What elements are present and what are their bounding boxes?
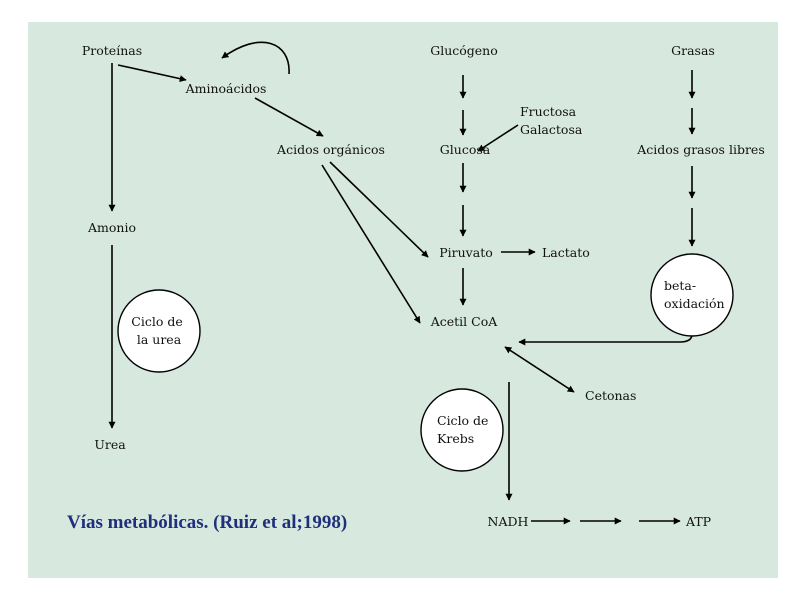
node-acetil-coa: Acetil CoA — [430, 314, 499, 329]
cycle-krebs: Ciclo de Krebs — [420, 388, 504, 472]
svg-text:Ciclo de Krebs: Ciclo de Krebs — [437, 413, 492, 446]
cycle-krebs-line-2: Krebs — [437, 431, 474, 446]
svg-text:Ciclo de la urea: Ciclo de la urea — [131, 314, 186, 347]
node-lactato: Lactato — [542, 245, 590, 260]
node-acidos-organicos: Acidos orgánicos — [276, 142, 385, 157]
node-acidos-grasos-libres: Acidos grasos libres — [636, 142, 764, 157]
edge-acetil-coa-cetonas — [504, 346, 575, 393]
node-nadh: NADH — [488, 514, 529, 529]
edge-aminoacidos-recycle — [221, 41, 290, 75]
edge-acidos-organicos-piruvato — [329, 161, 429, 258]
node-urea: Urea — [94, 437, 126, 452]
node-glucogeno: Glucógeno — [430, 43, 498, 58]
node-cetonas: Cetonas — [585, 388, 636, 403]
cycle-urea-line-1: Ciclo de — [131, 314, 182, 329]
edge-fructosa-glucosa — [477, 124, 519, 152]
cycle-urea-line-2: la urea — [137, 332, 182, 347]
diagram-caption: Vías metabólicas. (Ruiz et al;1998) — [67, 512, 347, 533]
cycle-urea: Ciclo de la urea — [117, 289, 201, 373]
node-fructosa: Fructosa — [520, 104, 577, 119]
cycle-krebs-line-1: Ciclo de — [437, 413, 488, 428]
node-atp: ATP — [685, 514, 711, 529]
cycle-beta-oxidacion: beta- oxidación — [650, 253, 734, 337]
beta-oxidacion-line-2: oxidación — [664, 296, 725, 311]
node-piruvato: Piruvato — [439, 245, 493, 260]
beta-oxidacion-line-1: beta- — [664, 278, 696, 293]
edge-beta-oxidacion-acetil-coa — [518, 333, 693, 346]
edge-acidos-organicos-acetil-coa — [321, 164, 421, 324]
node-grasas: Grasas — [671, 43, 715, 58]
edge-proteinas-aminoacidos — [117, 64, 187, 83]
node-proteinas: Proteínas — [82, 43, 142, 58]
edge-aminoacidos-acidos-organicos — [254, 97, 324, 137]
node-aminoacidos: Aminoácidos — [185, 81, 267, 96]
node-galactosa: Galactosa — [520, 122, 583, 137]
node-glucosa: Glucosa — [440, 142, 491, 157]
svg-text:beta- oxidación: beta- oxidación — [664, 278, 725, 311]
node-amonio: Amonio — [87, 220, 136, 235]
